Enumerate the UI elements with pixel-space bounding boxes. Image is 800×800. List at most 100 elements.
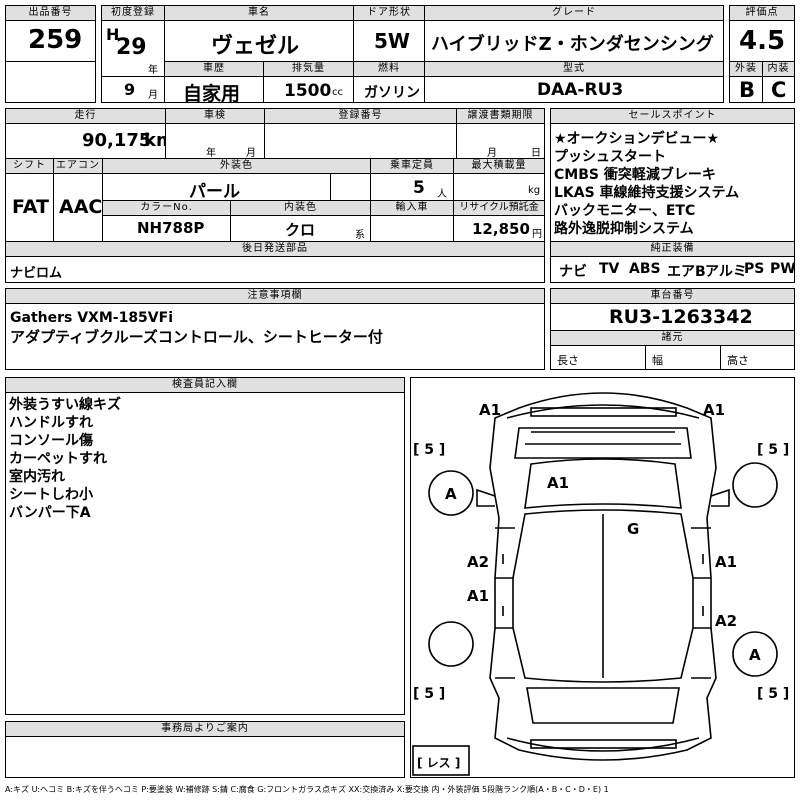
interior-grade-label: 内装 xyxy=(762,61,795,77)
equipment-item: アルミ xyxy=(705,264,747,280)
grade-label: グレード xyxy=(424,5,724,21)
notes-line: アダプティブクルーズコントロール、シートヒーター付 xyxy=(10,328,383,346)
lot-blank xyxy=(5,61,96,103)
inspector-note: 外装うすい線キズ xyxy=(9,397,121,413)
fuel: ガソリン xyxy=(353,76,425,103)
inspector-note: カーペットすれ xyxy=(9,451,107,467)
sales-point: CMBS 衝突軽減ブレーキ xyxy=(554,167,716,183)
door-label: ドア形状 xyxy=(353,5,425,21)
equipment-item: ナビ xyxy=(559,264,587,280)
recycle-fee-label: リサイクル預託金 xyxy=(453,200,545,216)
car-name: ヴェゼル xyxy=(164,20,354,62)
recycle-fee: 12,850 円 xyxy=(453,215,545,242)
inspector-note: コンソール傷 xyxy=(9,433,93,449)
inspector-note: バンパー下A xyxy=(9,505,91,521)
seats: 5 人 xyxy=(370,173,454,201)
spec-length: 長さ xyxy=(550,345,646,370)
sales-point: ★オークションデビュー★ xyxy=(554,131,720,147)
lot-label: 出品番号 xyxy=(5,5,96,21)
damage-mark: A1 xyxy=(479,401,501,419)
registration-number xyxy=(264,123,457,159)
displacement: 1500 cc xyxy=(263,76,354,103)
office-notice xyxy=(5,736,405,778)
grade: ハイブリッドZ・ホンダセンシング xyxy=(424,20,724,62)
model-code: DAA-RU3 xyxy=(424,76,724,103)
damage-mark: A1 xyxy=(715,553,737,571)
seats-label: 乗車定員 xyxy=(370,158,454,174)
inspector-notes: 外装うすい線キズ ハンドルすれ コンソール傷 カーペットすれ 室内汚れ シートし… xyxy=(5,392,405,715)
exterior-color-extra xyxy=(330,173,371,201)
aircon-label: エアコン xyxy=(53,158,103,174)
equipment-item: エアB xyxy=(667,264,706,280)
specs-label: 諸元 xyxy=(550,330,795,346)
max-load: kg xyxy=(453,173,545,201)
transfer-deadline-label: 譲渡書類期限 xyxy=(456,108,545,124)
equipment-item: TV xyxy=(599,261,620,277)
equipment-item: ABS xyxy=(629,261,661,277)
color-number-label: カラーNo. xyxy=(102,200,231,216)
interior-color: クロ 系 xyxy=(230,215,371,242)
model-label: 型式 xyxy=(424,61,724,77)
frame-number: RU3-1263342 xyxy=(550,303,795,331)
equipment: ナビ TV ABS エアB アルミ PS PW xyxy=(550,256,795,283)
tire-tread: [ 5 ] xyxy=(757,442,789,458)
later-parts: ナビロム xyxy=(5,256,545,283)
sales-point: LKAS 車線維持支援システム xyxy=(554,185,740,201)
inspection: 年 月 xyxy=(165,123,265,159)
tire-tread: [ 5 ] xyxy=(757,686,789,702)
mileage: 90,175 km xyxy=(5,123,166,159)
damage-diagram: A1 A1 A1 A G A2 A1 A1 A2 A [ 5 ] [ 5 ] [… xyxy=(410,377,795,778)
aircon: AAC xyxy=(53,173,103,242)
damage-mark: A2 xyxy=(467,553,489,571)
history: 自家用 xyxy=(164,76,264,103)
exterior-grade: B xyxy=(729,76,763,103)
import-label: 輸入車 xyxy=(370,200,454,216)
inspector-note: 室内汚れ xyxy=(9,469,65,485)
shift: FAT xyxy=(5,173,54,242)
damage-mark: G xyxy=(627,520,639,538)
tire-tread: [ 5 ] xyxy=(413,442,445,458)
legend: A:キズ U:ヘコミ B:キズを伴うヘコミ P:要塗装 W:補修跡 S:錆 C:… xyxy=(5,785,609,794)
equipment-item: PW xyxy=(770,261,795,277)
damage-mark: A1 xyxy=(467,587,489,605)
spec-height: 高さ xyxy=(720,345,795,370)
lot-number: 259 xyxy=(5,20,96,62)
first-registration-year: H 29 年 xyxy=(101,20,165,77)
equipment-item: PS xyxy=(744,261,765,277)
registration-number-label: 登録番号 xyxy=(264,108,457,124)
car-name-label: 車名 xyxy=(164,5,354,21)
inspector-note: ハンドルすれ xyxy=(9,415,93,431)
sales-point: 路外逸脱抑制システム xyxy=(554,221,694,237)
history-label: 車歴 xyxy=(164,61,264,77)
overall-score: 4.5 xyxy=(729,20,795,62)
exterior-color-label: 外装色 xyxy=(102,158,371,174)
car-outline: A1 A1 A1 A G A2 A1 A1 A2 A [ 5 ] [ 5 ] [… xyxy=(412,392,789,776)
exterior-grade-label: 外装 xyxy=(729,61,763,77)
inspector-notes-label: 検査員記入欄 xyxy=(5,377,405,393)
import xyxy=(370,215,454,242)
damage-mark: A1 xyxy=(703,401,725,419)
damage-mark: A2 xyxy=(715,612,737,630)
notes-label: 注意事項欄 xyxy=(5,288,545,304)
notes: Gathers VXM-185VFi アダプティブクルーズコントロール、シートヒ… xyxy=(5,303,545,370)
frame-number-label: 車台番号 xyxy=(550,288,795,304)
inspector-note: シートしわ小 xyxy=(9,487,93,503)
transfer-deadline: 月 日 xyxy=(456,123,545,159)
sales-point: バックモニター、ETC xyxy=(554,203,696,219)
sales-points: ★オークションデビュー★ プッシュスタート CMBS 衝突軽減ブレーキ LKAS… xyxy=(550,123,795,242)
interior-color-label: 内装色 xyxy=(230,200,371,216)
office-notice-label: 事務局よりご案内 xyxy=(5,721,405,737)
damage-mark: A xyxy=(749,646,761,664)
spec-width: 幅 xyxy=(645,345,721,370)
door-type: 5W xyxy=(353,20,425,62)
exterior-color: パール xyxy=(102,173,331,201)
fuel-label: 燃料 xyxy=(353,61,425,77)
shift-label: シフト xyxy=(5,158,54,174)
damage-mark: A xyxy=(445,485,457,503)
first-registration-label: 初度登録 xyxy=(101,5,165,21)
tire-tread: [ 5 ] xyxy=(413,686,445,702)
first-registration-month: 9 月 xyxy=(101,76,165,103)
notes-line: Gathers VXM-185VFi xyxy=(10,310,173,326)
later-parts-label: 後日発送部品 xyxy=(5,241,545,257)
sales-point: プッシュスタート xyxy=(554,149,666,165)
